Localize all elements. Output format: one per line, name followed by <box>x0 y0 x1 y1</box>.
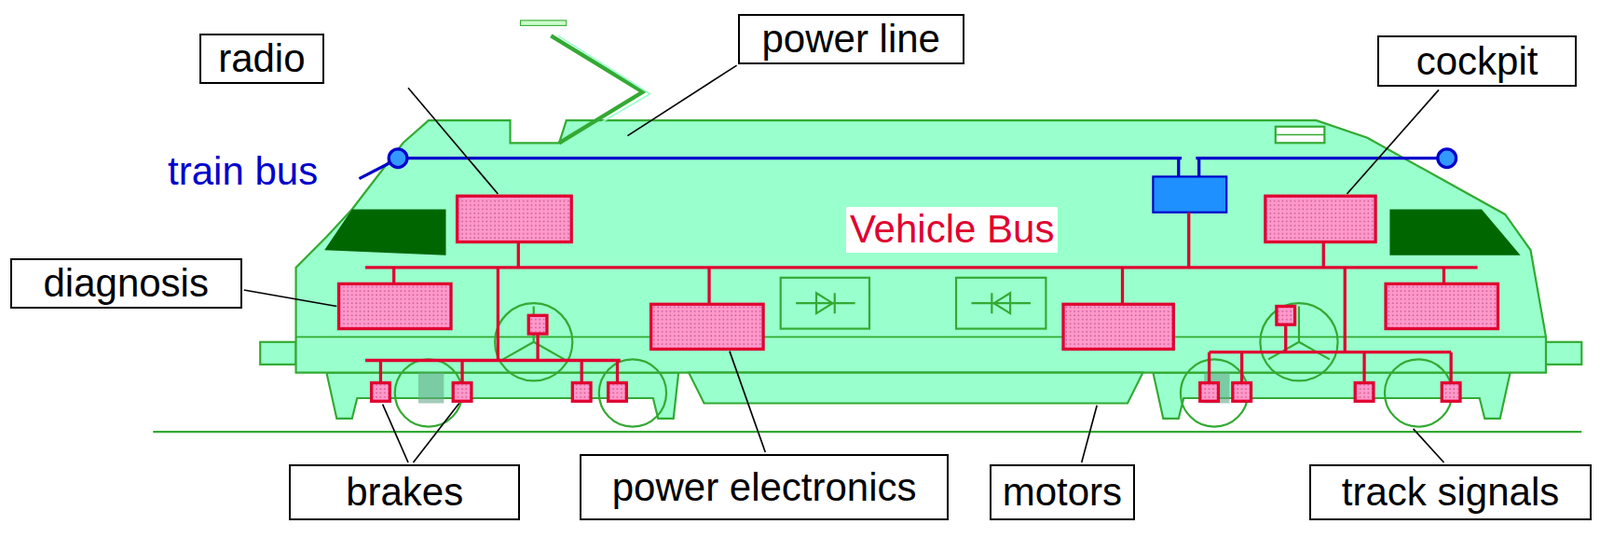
callout-box: diagnosis <box>10 258 243 309</box>
callout-text: track signals <box>1341 469 1559 515</box>
callout-text: cockpit <box>1416 39 1539 84</box>
callout-box: radio <box>199 33 326 84</box>
callout-text: power line <box>762 16 941 62</box>
callout-text: brakes <box>345 469 464 515</box>
callout-text: power electronics <box>612 464 917 510</box>
callout-box: track signals <box>1309 464 1592 520</box>
callout-box: cockpit <box>1377 35 1577 87</box>
callout-box: power electronics <box>579 453 949 520</box>
bus-label: train bus <box>164 149 322 194</box>
bus-label: Vehicle Bus <box>846 206 1058 252</box>
callout-box: brakes <box>288 464 521 520</box>
callout-text: motors <box>1002 469 1122 515</box>
callout-box: motors <box>989 464 1135 520</box>
callout-text: radio <box>218 36 305 82</box>
callout-text: diagnosis <box>42 260 208 306</box>
callout-box: power line <box>738 13 965 65</box>
